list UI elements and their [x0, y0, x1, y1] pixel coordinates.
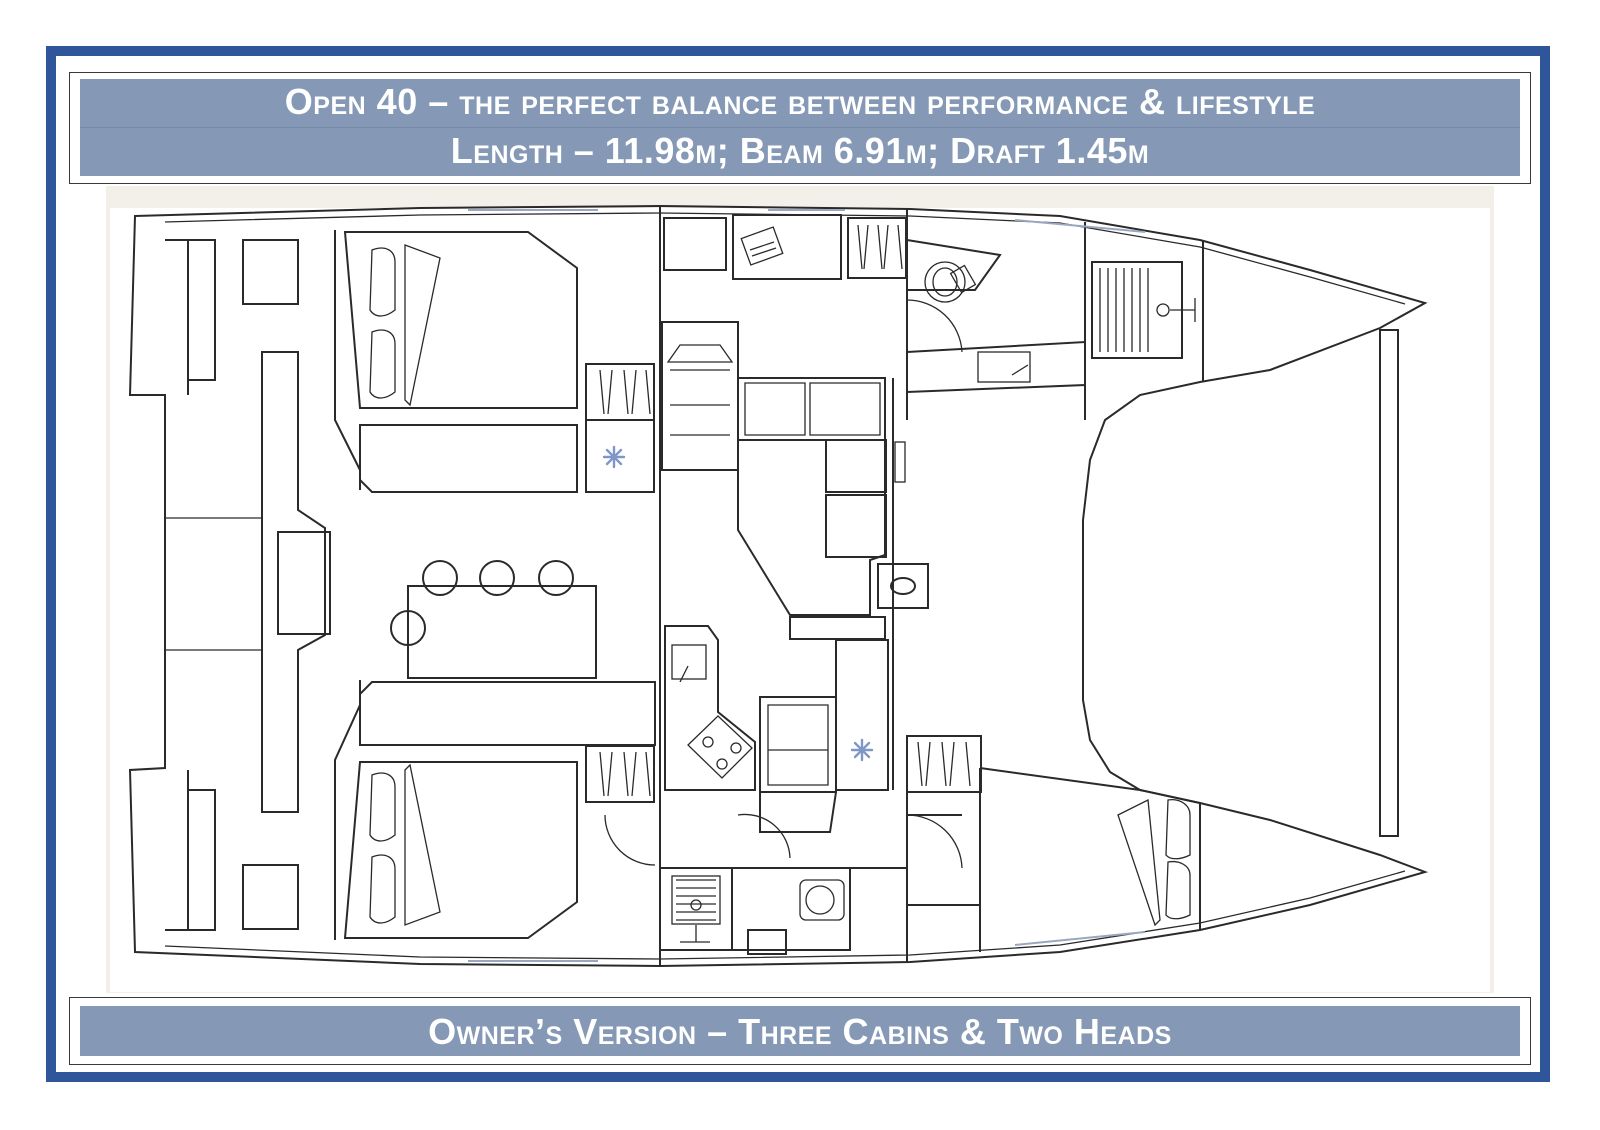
salon-step — [789, 616, 886, 640]
plan-area — [110, 208, 1490, 992]
duvet-fold — [1117, 798, 1161, 927]
hull-window — [1014, 931, 1146, 946]
head-starboard-room — [732, 867, 851, 951]
pillow-icon — [1165, 799, 1191, 860]
cushion-box — [877, 563, 929, 609]
helm-seat — [663, 217, 727, 271]
shower-icon — [671, 875, 721, 925]
hanger-lines — [599, 369, 651, 415]
duvet-fold — [404, 763, 441, 926]
door-swing — [604, 814, 656, 866]
pillow-icon — [369, 772, 396, 842]
switch-panel — [894, 441, 906, 483]
pillow-icon — [1165, 860, 1191, 920]
stair-treads — [666, 344, 734, 436]
toilet-icon — [924, 261, 977, 303]
stern-steps-port — [165, 239, 216, 395]
sink-icon — [671, 644, 707, 680]
shower-mixer — [680, 925, 710, 943]
aft-cabin-port-bed — [343, 231, 578, 409]
cooktop-icon — [687, 715, 753, 779]
side-deck-starboard — [334, 680, 361, 940]
stern-steps-starboard — [165, 770, 216, 931]
stool-icon — [538, 560, 574, 596]
trampoline-beam — [1379, 329, 1399, 837]
hanger-lines — [599, 751, 651, 797]
pillow-icon — [369, 854, 396, 924]
forward-cabin-starboard-bed — [979, 767, 1201, 930]
stool-icon — [422, 560, 458, 596]
toilet-icon — [799, 879, 845, 921]
cockpit-table — [407, 585, 597, 679]
header-title: Open 40 – the perfect balance between pe… — [80, 79, 1520, 128]
galley-counter — [664, 625, 756, 791]
nav-station — [732, 214, 842, 280]
salon-table — [737, 440, 886, 616]
sink-icon — [747, 929, 787, 955]
computer-icon — [740, 226, 784, 266]
stern-seat-port — [242, 239, 299, 305]
head-starboard-shower — [659, 867, 733, 951]
footer-caption: Owner’s Version – Three Cabins & Two Hea… — [80, 1006, 1520, 1056]
fridge-cabinet-port — [585, 419, 655, 493]
shower-grate — [1099, 268, 1149, 352]
hanger-lines — [917, 741, 971, 787]
hanger-lines — [857, 224, 903, 270]
door-swing — [906, 299, 963, 353]
aft-cabin-starboard-berth — [359, 681, 656, 746]
settee-cushions — [744, 382, 881, 436]
faucet — [679, 665, 689, 683]
salon-seat — [825, 439, 887, 493]
sink-icon — [977, 351, 1031, 383]
hull-inner-line — [164, 212, 1406, 960]
cockpit-bench — [261, 351, 326, 813]
drain-icon — [690, 899, 702, 911]
snowflake-icon — [850, 738, 874, 762]
head-port-toilet-room — [906, 239, 1002, 291]
pillow-icon — [369, 329, 396, 399]
aft-cabin-port-berth — [359, 424, 578, 493]
aft-cabin-starboard-bed — [343, 761, 578, 939]
pillow-icon — [369, 247, 396, 317]
head-port-vanity — [906, 340, 1086, 393]
duvet-fold — [404, 244, 441, 407]
salon-settee — [737, 377, 886, 441]
snowflake-icon — [602, 445, 626, 469]
wardrobe-port-aft — [585, 363, 655, 421]
wardrobe-starboard-aft — [585, 745, 655, 803]
wardrobe-salon — [847, 217, 907, 279]
cockpit-hatch — [277, 531, 331, 635]
door-swing — [737, 813, 791, 859]
hull-window — [1014, 219, 1146, 233]
galley-seat — [759, 696, 837, 793]
faucet — [1011, 364, 1029, 376]
hull-outline — [128, 204, 1429, 968]
header-band: Open 40 – the perfect balance between pe… — [80, 79, 1520, 176]
hatch-icon — [890, 577, 916, 595]
salon-seat — [825, 494, 887, 558]
galley-seat-base — [759, 791, 837, 833]
shower-mixer — [1170, 298, 1196, 322]
galley-seat-cushion — [767, 704, 829, 786]
forward-cabin-starboard-walls — [906, 792, 981, 962]
header-dimensions: Length – 11.98m; Beam 6.91m; Draft 1.45m — [450, 130, 1150, 171]
wardrobe-forward-starboard — [906, 735, 982, 793]
stool-icon — [479, 560, 515, 596]
drain-icon — [1156, 303, 1170, 317]
stool-icon — [390, 610, 426, 646]
shower-grate — [676, 879, 716, 921]
fridge-cabinet-galley — [835, 639, 889, 791]
companionway-stairs — [661, 321, 739, 471]
door-swing — [906, 814, 963, 869]
stern-seat-starboard — [242, 864, 299, 930]
